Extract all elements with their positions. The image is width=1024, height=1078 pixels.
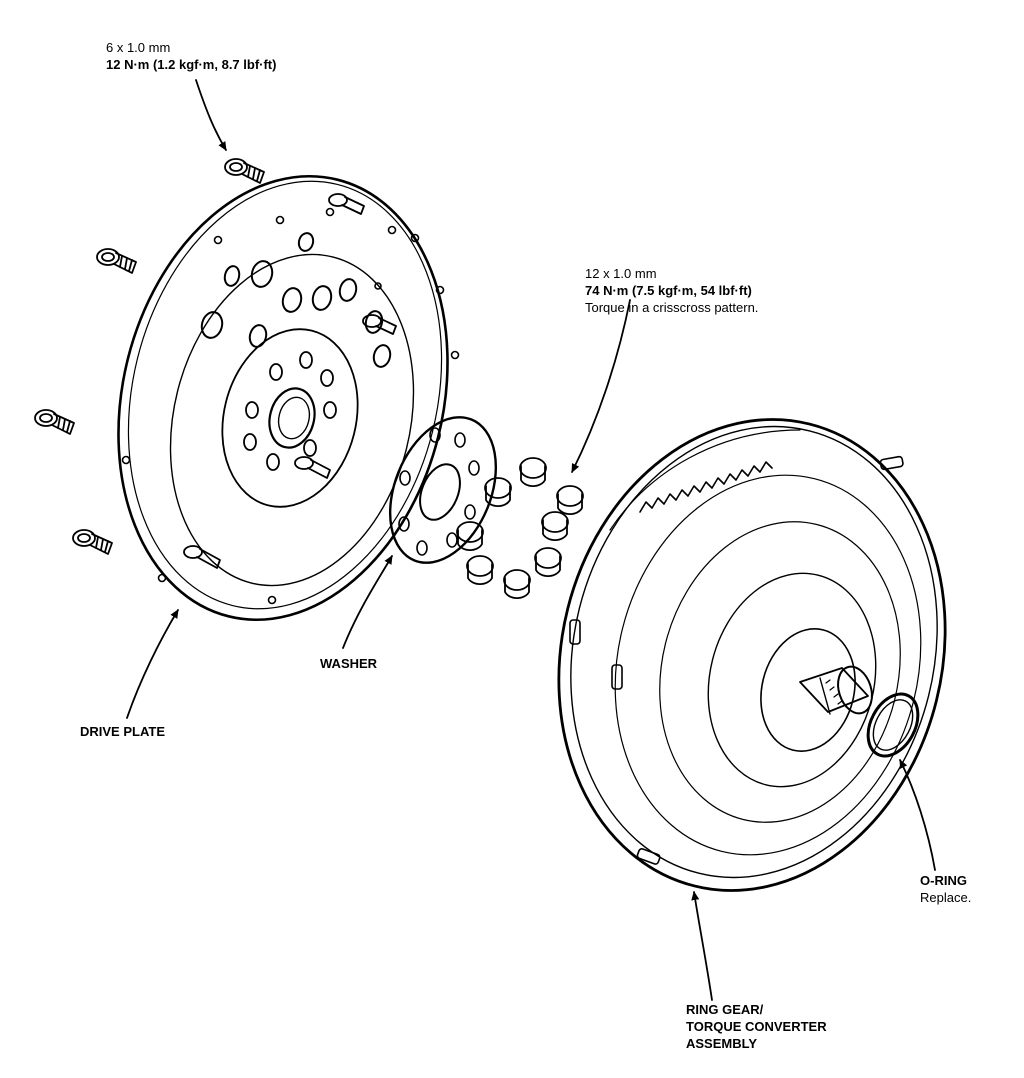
drive-plate xyxy=(117,174,460,622)
o-ring xyxy=(866,692,920,758)
torque-converter-label-line3: ASSEMBLY xyxy=(686,1036,758,1051)
o-ring-label: O-RING xyxy=(920,873,967,888)
leader-lines xyxy=(126,79,936,1001)
torque-converter-label-line1: RING GEAR/ xyxy=(686,1002,764,1017)
drive-plate-label: DRIVE PLATE xyxy=(80,724,165,739)
torque-converter xyxy=(557,418,947,892)
large-bolt-note: Torque in a crisscross pattern. xyxy=(585,300,759,315)
small-bolt-torque-label: 12 N·m (1.2 kgf·m, 8.7 lbf·ft) xyxy=(106,57,277,72)
washer-label: WASHER xyxy=(320,656,378,671)
large-bolt-torque-label: 74 N·m (7.5 kgf·m, 54 lbf·ft) xyxy=(585,283,752,298)
washer xyxy=(388,416,498,564)
converter-bolt-set xyxy=(456,457,584,599)
flange-bolt-set xyxy=(34,158,265,555)
torque-converter-label-line2: TORQUE CONVERTER xyxy=(686,1019,827,1034)
small-bolt-size-label: 6 x 1.0 mm xyxy=(106,40,171,55)
large-bolt-size-label: 12 x 1.0 mm xyxy=(585,266,657,281)
o-ring-note: Replace. xyxy=(920,890,972,905)
